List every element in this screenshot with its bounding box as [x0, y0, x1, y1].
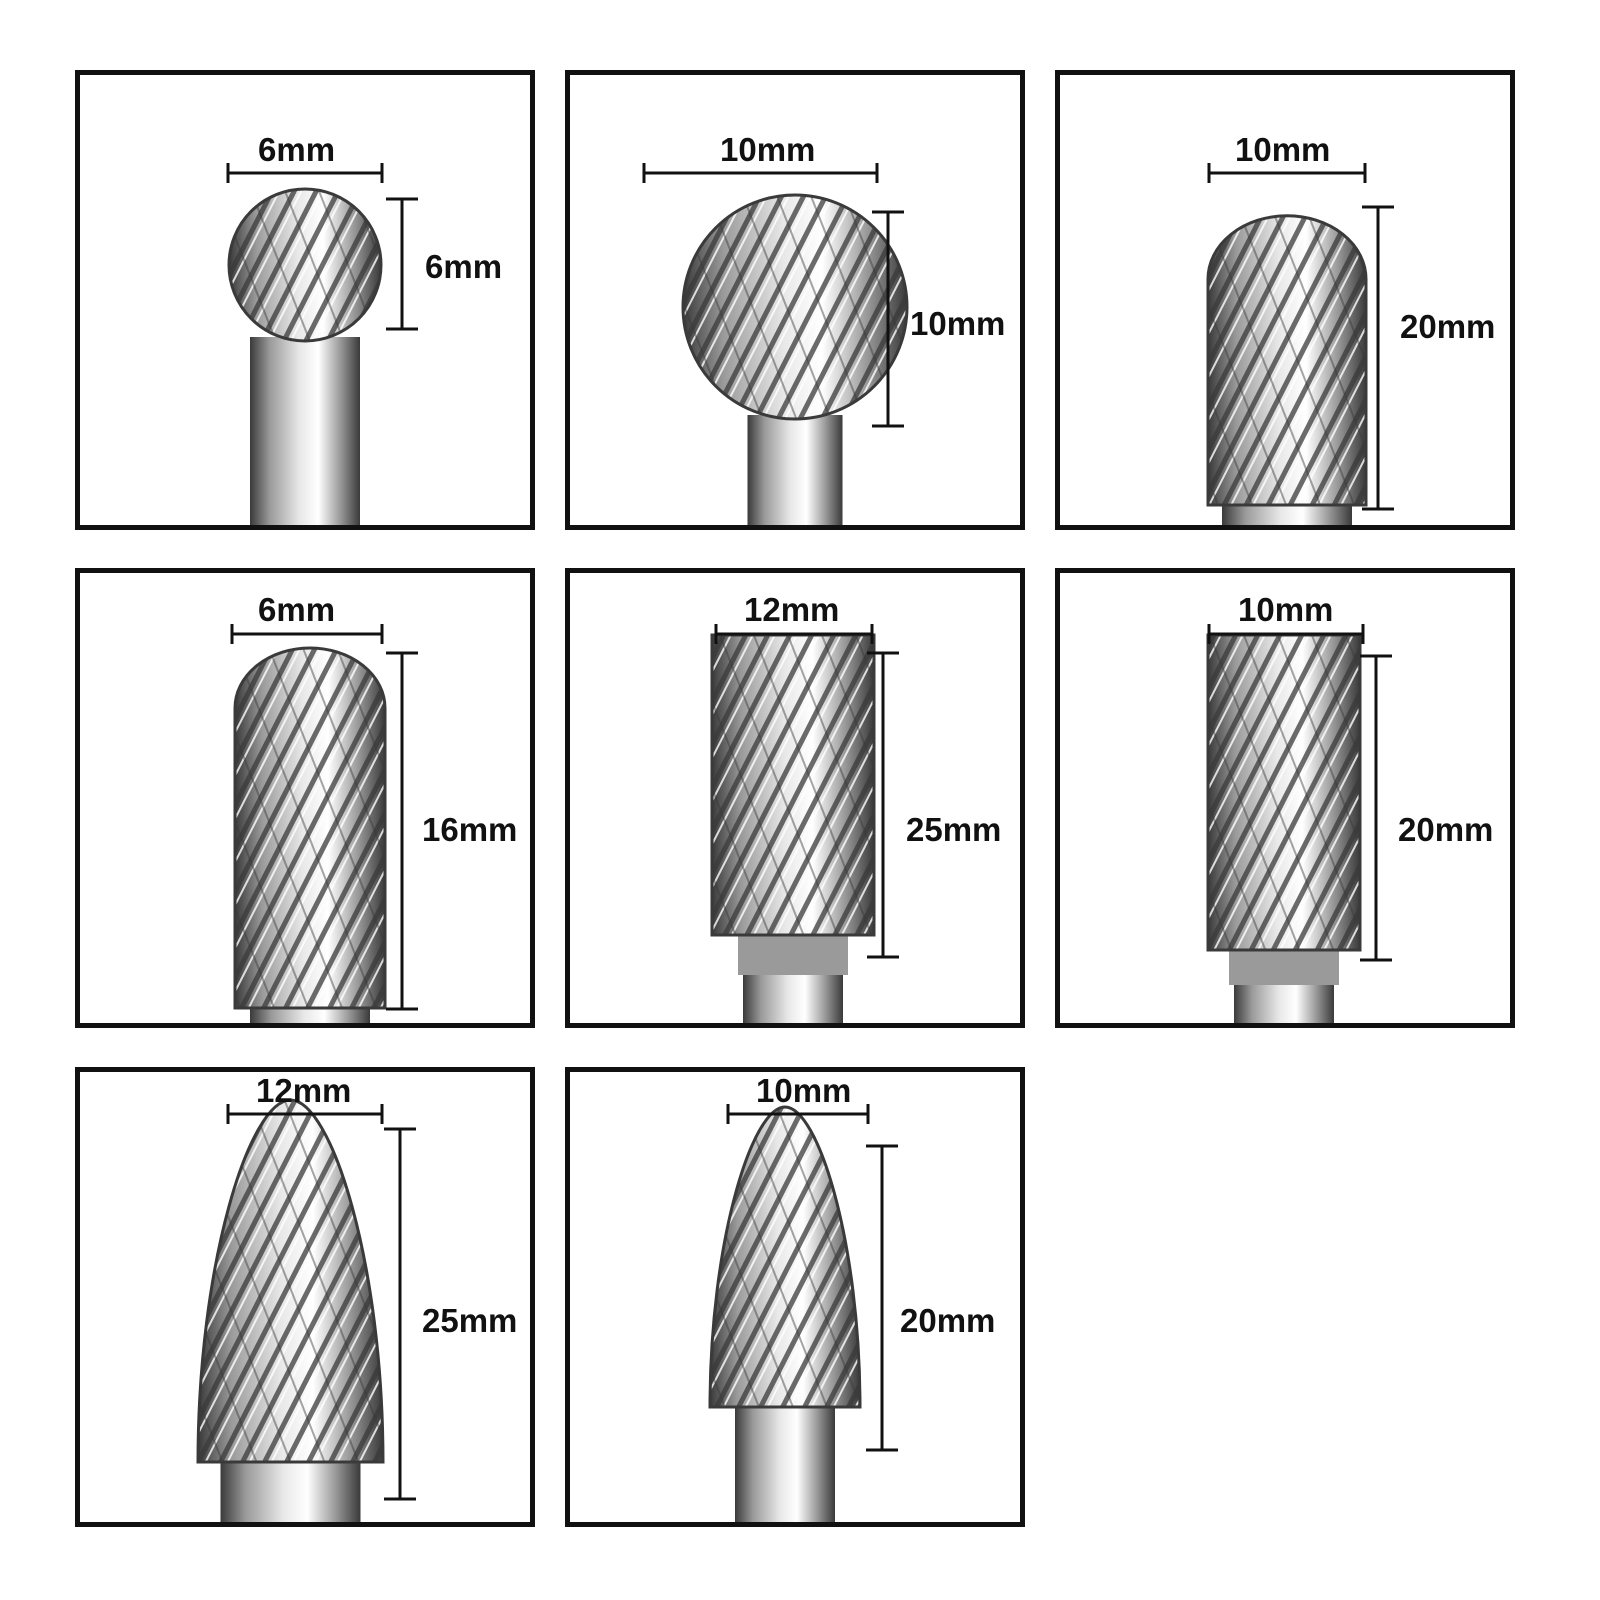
- burr-image: [681, 193, 909, 525]
- height-dimension-bar: [1360, 205, 1396, 511]
- height-dimension-label: 25mm: [422, 1302, 518, 1339]
- width-dimension-label: 10mm: [1238, 591, 1334, 628]
- burr-image: [196, 1098, 385, 1522]
- burr-panel-ball-nose-10x20mm: 10mm 20mm: [1055, 70, 1515, 530]
- height-dimension-bar: [870, 210, 906, 428]
- width-dimension-label: 12mm: [256, 1072, 352, 1109]
- burr-panel-cylinder-12x25mm: 12mm 25mm: [565, 568, 1025, 1028]
- burr-panel-cylinder-10x20mm: 10mm 20mm: [1055, 568, 1515, 1028]
- height-dimension-bar: [865, 651, 901, 959]
- burr-image: [233, 646, 387, 1023]
- burr-image: [1206, 214, 1368, 525]
- burr-panel-ball-10mm: 10mm 10mm: [565, 70, 1025, 530]
- height-dimension-label: 20mm: [1398, 811, 1494, 848]
- height-dimension-label: 20mm: [900, 1302, 996, 1339]
- height-dimension-bar: [864, 1144, 900, 1452]
- height-dimension-bar: [1358, 654, 1394, 962]
- height-dimension-bar: [382, 1127, 418, 1501]
- width-dimension-bar: [226, 1103, 384, 1125]
- width-dimension-label: 10mm: [1235, 131, 1331, 168]
- height-dimension-label: 10mm: [910, 305, 1006, 342]
- height-dimension-bar: [384, 651, 420, 1011]
- width-dimension-label: 6mm: [258, 591, 336, 628]
- burr-image: [710, 633, 876, 1023]
- burr-panel-flame-10x20mm: 10mm 20mm: [565, 1067, 1025, 1527]
- width-dimension-label: 12mm: [744, 591, 840, 628]
- width-dimension-bar: [1207, 162, 1367, 184]
- burr-panel-flame-12x25mm: 12mm 25mm: [75, 1067, 535, 1527]
- width-dimension-bar: [642, 162, 879, 184]
- height-dimension-label: 6mm: [425, 248, 503, 285]
- burr-image: [227, 187, 383, 525]
- width-dimension-bar: [1207, 623, 1365, 645]
- width-dimension-bar: [226, 162, 384, 184]
- width-dimension-label: 10mm: [756, 1072, 852, 1109]
- height-dimension-label: 25mm: [906, 811, 1002, 848]
- width-dimension-bar: [714, 623, 874, 645]
- width-dimension-bar: [726, 1103, 870, 1125]
- height-dimension-label: 20mm: [1400, 308, 1496, 345]
- width-dimension-label: 6mm: [258, 131, 336, 168]
- burr-panel-ball-6mm: 6mm 6mm: [75, 70, 535, 530]
- width-dimension-label: 10mm: [720, 131, 816, 168]
- height-dimension-label: 16mm: [422, 811, 518, 848]
- width-dimension-bar: [230, 623, 384, 645]
- burr-image: [1206, 633, 1362, 1023]
- burr-image: [708, 1105, 862, 1522]
- burr-panel-ball-nose-6x16mm: 6mm 16mm: [75, 568, 535, 1028]
- height-dimension-bar: [384, 197, 420, 331]
